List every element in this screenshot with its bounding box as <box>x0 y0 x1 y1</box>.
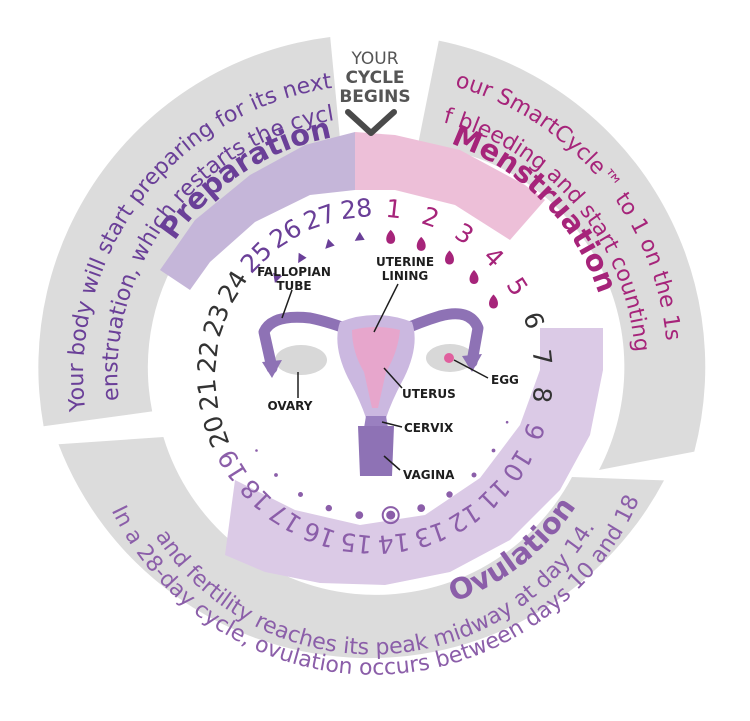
egg-shape <box>444 353 454 363</box>
blood-drop-icon <box>489 294 498 309</box>
cervix-shape <box>364 416 388 428</box>
vagina-shape <box>358 426 394 476</box>
preparation-marker-icon <box>325 238 335 249</box>
uterus-label: UTERUS <box>402 387 456 401</box>
phase-bands <box>160 132 603 585</box>
day-markers <box>255 229 509 525</box>
fertility-dot-icon <box>417 504 426 512</box>
day-23: 23 <box>197 301 235 341</box>
menstruation-band <box>355 132 545 240</box>
left-fimbriae-shape <box>262 360 282 378</box>
fertility-dot-icon <box>471 472 477 478</box>
day-5: 5 <box>501 272 534 301</box>
cycle-begins-line3: BEGINS <box>339 87 410 107</box>
blood-drop-icon <box>416 236 426 251</box>
fertility-dot-icon <box>325 504 332 512</box>
day-21: 21 <box>192 377 224 412</box>
preparation-marker-icon <box>298 252 307 264</box>
outer-ring-ovulation <box>58 437 664 659</box>
preparation-band <box>160 132 355 290</box>
day-28: 28 <box>339 193 374 225</box>
leader-lines <box>281 283 489 471</box>
fertility-dot-icon <box>491 448 496 453</box>
day-4: 4 <box>478 241 510 273</box>
ovary-label: OVARY <box>268 399 313 413</box>
cycle-begins-line2: CYCLE <box>345 68 404 88</box>
right-fimbriae-shape <box>462 354 482 372</box>
day-7: 7 <box>527 348 558 367</box>
chevron-down-icon <box>345 109 397 136</box>
fertility-dot-icon <box>298 492 303 497</box>
fertility-dot-icon <box>505 420 509 424</box>
day-1: 1 <box>384 194 403 225</box>
day-2: 2 <box>418 201 443 234</box>
preparation-marker-icon <box>354 231 365 241</box>
day-19: 19 <box>212 444 253 486</box>
peak-fertility-dot-icon <box>386 510 396 520</box>
peak-fertility-icon <box>381 506 400 525</box>
day-14: 14 <box>376 527 411 559</box>
left-ovary-shape <box>275 345 327 375</box>
day-3: 3 <box>450 217 479 250</box>
fertility-dot-icon <box>274 473 278 477</box>
uterine-lining-label-line2: LINING <box>382 269 429 283</box>
egg-label: EGG <box>491 373 519 387</box>
blood-drop-icon <box>469 270 479 284</box>
blood-drop-icon <box>386 229 396 244</box>
fallopian-tube-label-line2: TUBE <box>276 279 311 293</box>
blood-drop-icon <box>445 250 454 265</box>
reproductive-anatomy-illustration: FALLOPIAN TUBE UTERINE LINING OVARY UTER… <box>257 255 519 482</box>
fallopian-tube-label-line1: FALLOPIAN <box>257 265 331 279</box>
fertility-dot-icon <box>355 511 364 519</box>
day-20: 20 <box>197 412 235 452</box>
cycle-begins-line1: YOUR <box>350 49 398 69</box>
fertility-dot-icon <box>446 491 453 498</box>
ovulation-band <box>225 328 603 585</box>
uterine-lining-shape <box>352 327 400 408</box>
day-15: 15 <box>339 527 374 559</box>
day-22: 22 <box>192 340 224 375</box>
day-8: 8 <box>527 385 558 404</box>
cervix-label: CERVIX <box>404 421 454 435</box>
outer-ring-menstruation <box>417 40 706 470</box>
uterine-lining-label-line1: UTERINE <box>376 255 434 269</box>
vagina-label: VAGINA <box>403 468 455 482</box>
cycle-begins-marker: YOUR CYCLE BEGINS <box>339 49 411 136</box>
fertility-dot-icon <box>255 449 258 452</box>
preparation-marker-icon <box>273 272 283 284</box>
day-26: 26 <box>264 213 306 254</box>
day-27: 27 <box>300 198 340 236</box>
